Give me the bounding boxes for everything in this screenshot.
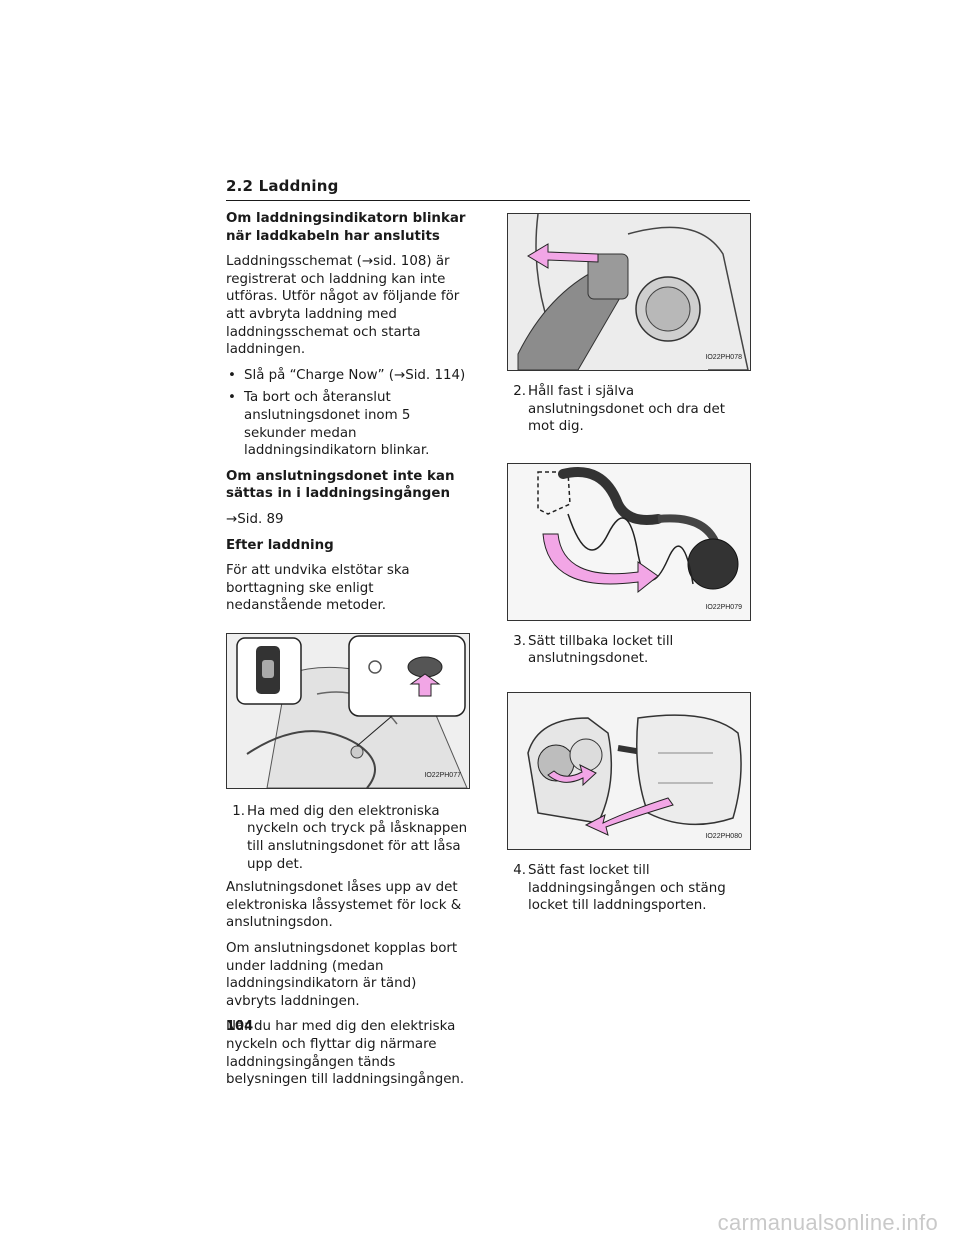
lock-button-inset bbox=[348, 635, 466, 717]
right-column: IO22PH078 2. Håll fast i själva anslutni… bbox=[507, 213, 751, 921]
key-lock-illustration bbox=[227, 633, 469, 788]
rotate-cap-arrow-icon bbox=[547, 764, 597, 787]
left-column: Om laddningsindikatorn blinkar när laddk… bbox=[226, 210, 470, 1097]
watermark: carmanualsonline.info bbox=[717, 1210, 938, 1235]
bullet-item: • Ta bort och återanslut anslutningsdone… bbox=[226, 389, 470, 459]
figure-close-lid: IO22PH080 bbox=[507, 691, 751, 850]
connector-heading: Om anslutningsdonet inte kan sättas in i… bbox=[226, 468, 455, 502]
step-2: 2. Håll fast i själva anslutningsdonet o… bbox=[507, 383, 751, 436]
step-text: Håll fast i själva anslutningsdonet och … bbox=[528, 384, 725, 435]
close-lid-illustration bbox=[508, 692, 750, 849]
close-lid-arrow-icon bbox=[584, 797, 674, 836]
blink-heading: Om laddningsindikatorn blinkar när laddk… bbox=[226, 211, 466, 244]
connector-ref: →Sid. 89 bbox=[226, 511, 284, 527]
step-3: 3. Sätt tillbaka locket till anslutnings… bbox=[507, 633, 751, 668]
step-number: 3. bbox=[513, 633, 526, 649]
bullet-text: Slå på “Charge Now” (→Sid. 114) bbox=[244, 367, 466, 383]
step-text: Ha med dig den elektroniska nyckeln och … bbox=[247, 803, 468, 872]
step-number: 1. bbox=[232, 803, 245, 819]
bullet-dot-icon: • bbox=[228, 367, 236, 383]
after-text: För att undvika elstötar ska borttagning… bbox=[226, 563, 410, 614]
figure-connector-cap: IO22PH079 bbox=[507, 462, 751, 621]
step-1-note: Om anslutningsdonet kopplas bort under l… bbox=[226, 941, 458, 1009]
connector-cap-illustration bbox=[508, 463, 750, 620]
step-1-note: När du har med dig den elektriska nyckel… bbox=[226, 1019, 465, 1088]
blink-text: Laddningsschemat (→sid. 108) är registre… bbox=[226, 254, 460, 358]
section-header: 2.2 Laddning bbox=[226, 176, 750, 201]
step-number: 2. bbox=[513, 384, 526, 399]
push-arrow-icon bbox=[409, 673, 441, 697]
figure-code: IO22PH077 bbox=[424, 772, 461, 780]
pull-arrow-icon bbox=[527, 243, 599, 269]
bullet-item: • Slå på “Charge Now” (→Sid. 114) bbox=[226, 367, 470, 385]
bullet-text: Ta bort och återanslut anslutningsdonet … bbox=[244, 390, 430, 459]
section-title: 2.2 Laddning bbox=[226, 177, 339, 195]
figure-code: IO22PH080 bbox=[705, 833, 742, 841]
rotate-arrow-icon bbox=[542, 533, 659, 593]
page-number: 104 bbox=[226, 1019, 254, 1034]
step-4: 4. Sätt fast locket till laddningsingång… bbox=[507, 862, 751, 915]
step-text: Sätt tillbaka locket till anslutningsdon… bbox=[528, 633, 674, 667]
connector-pull-illustration bbox=[508, 214, 750, 370]
bullet-dot-icon: • bbox=[228, 390, 236, 406]
figure-code: IO22PH078 bbox=[705, 354, 742, 362]
figure-code: IO22PH079 bbox=[705, 604, 742, 612]
step-1-note: Anslutningsdonet låses upp av det elektr… bbox=[226, 880, 462, 931]
step-1: 1. Ha med dig den elektroniska nyckeln o… bbox=[226, 803, 470, 873]
after-heading: Efter laddning bbox=[226, 537, 334, 553]
figure-pull-connector: IO22PH078 bbox=[507, 213, 751, 371]
step-number: 4. bbox=[513, 862, 526, 878]
figure-key-lock-button: IO22PH077 bbox=[226, 632, 470, 789]
step-text: Sätt fast locket till laddningsingången … bbox=[528, 862, 726, 914]
